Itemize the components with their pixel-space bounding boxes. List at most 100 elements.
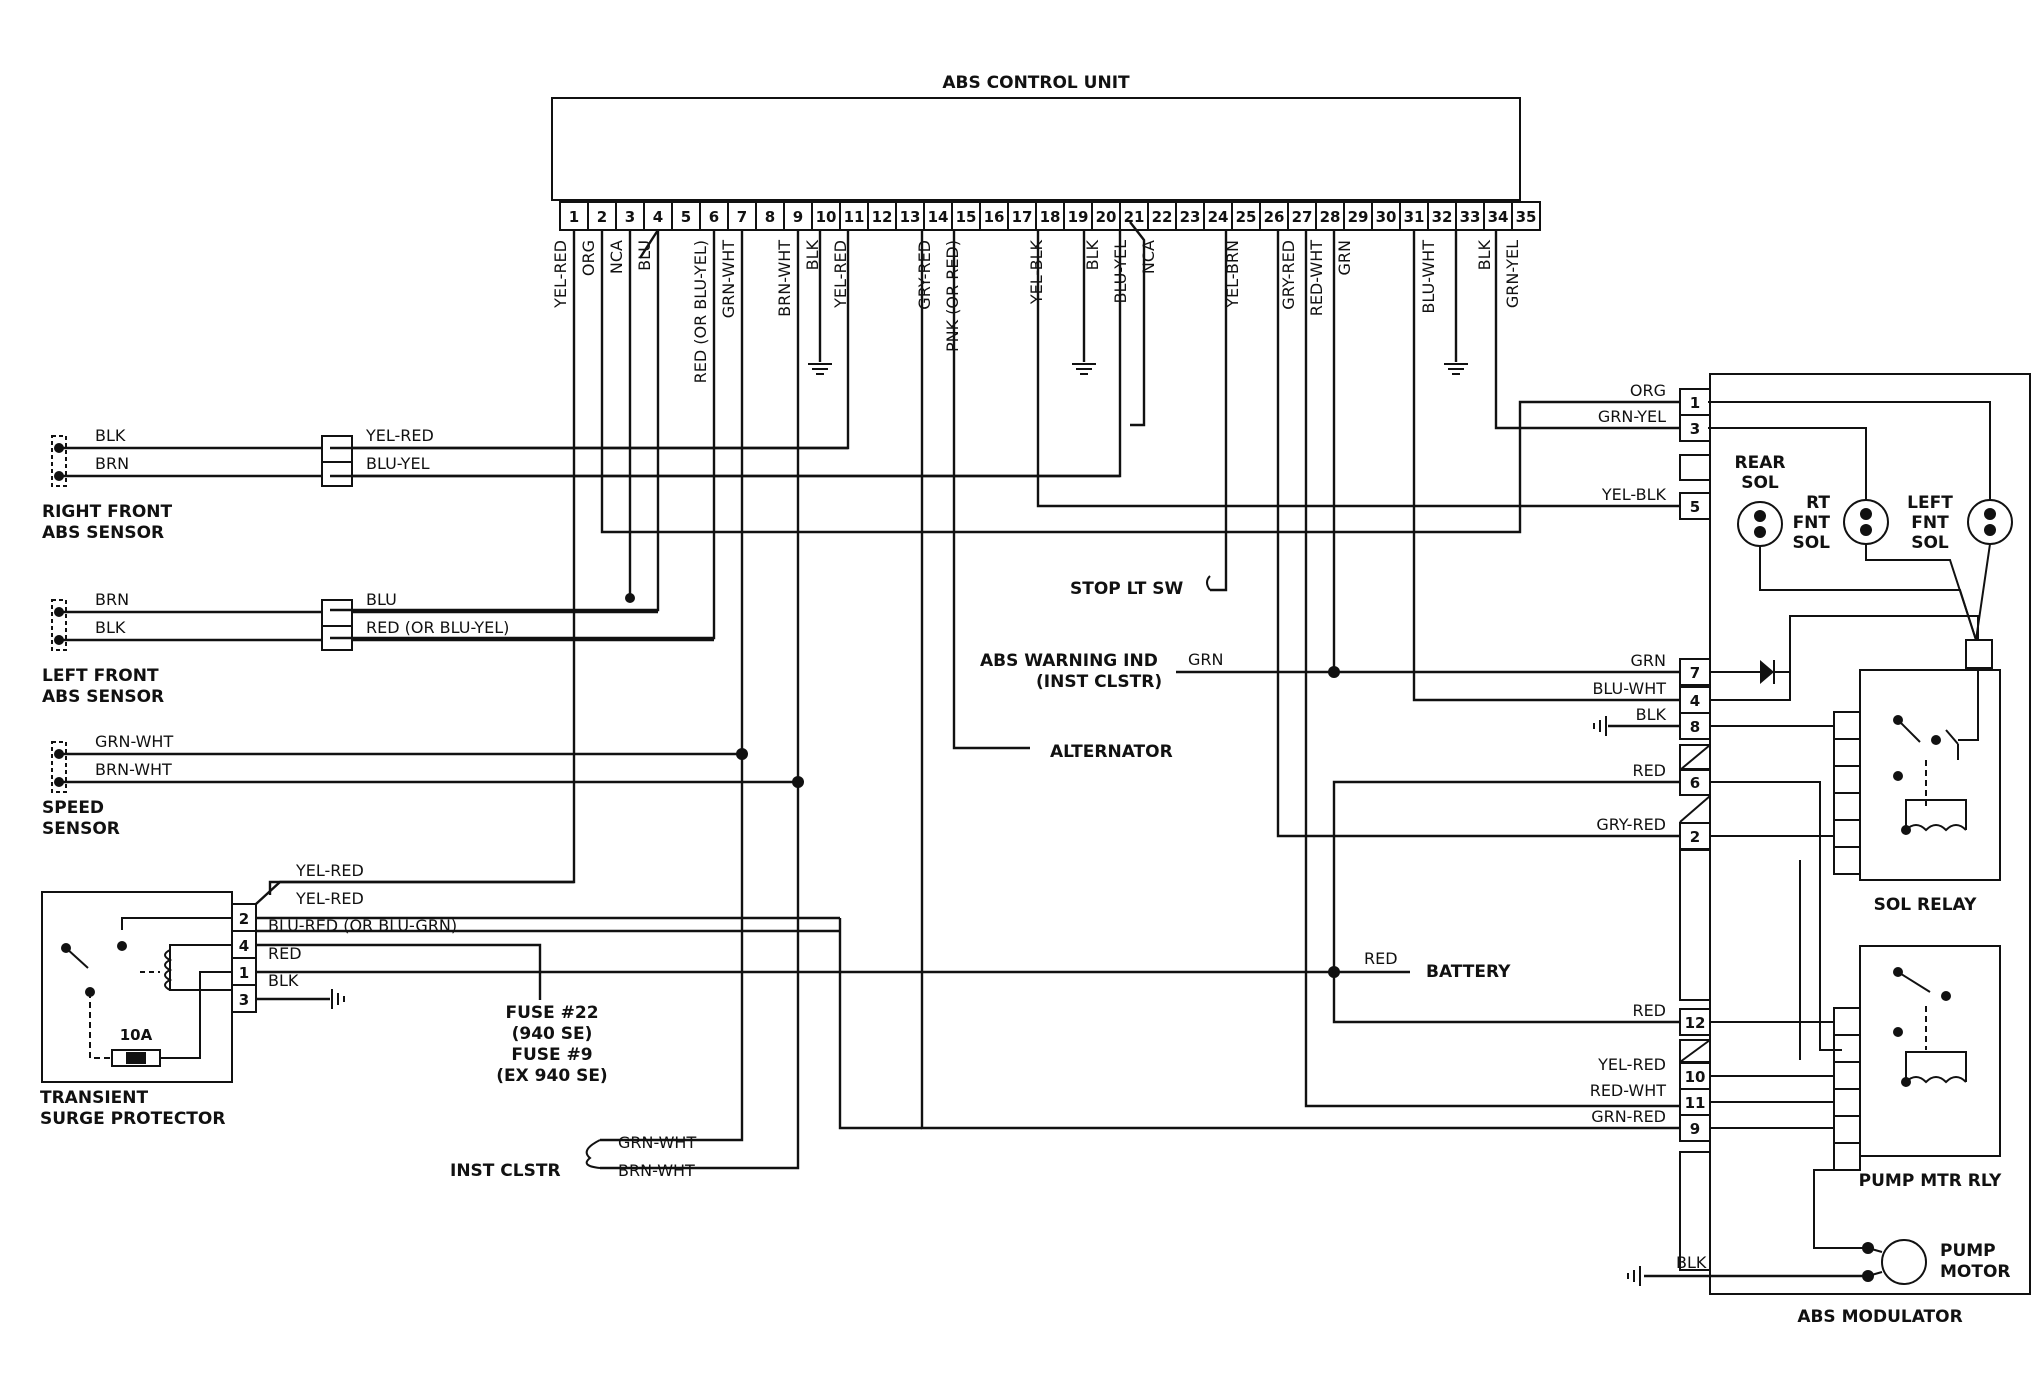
sol-relay-label: SOL RELAY bbox=[1874, 895, 1978, 915]
modulator-strip-filler bbox=[1679, 744, 1711, 771]
wire-pin2-org bbox=[600, 230, 1680, 534]
cu-pin-number: 17 bbox=[1012, 208, 1033, 226]
modulator-pin-number: 6 bbox=[1690, 774, 1700, 792]
rt-fnt-sol-label3: SOL bbox=[1792, 533, 1830, 553]
cu-pin-wire-label: BLK bbox=[1475, 240, 1494, 271]
modulator-pin-number: 11 bbox=[1685, 1094, 1706, 1112]
rf-conn-wire1-label: YEL-RED bbox=[365, 426, 434, 445]
cu-pin-number: 15 bbox=[956, 208, 977, 226]
modulator-pin-wire-label: ORG bbox=[1630, 381, 1666, 400]
relay-pin-cell bbox=[1833, 1034, 1861, 1063]
cu-pin-number: 32 bbox=[1432, 208, 1453, 226]
cu-pin-number: 26 bbox=[1264, 208, 1285, 226]
left-front-sensor: BRN BLK BLU RED (OR BLU-YEL) LEFT FRONT … bbox=[42, 590, 714, 707]
sp-wire-blu-red: BLU-RED (OR BLU-GRN) bbox=[268, 916, 457, 935]
rt-fnt-sol-label1: RT bbox=[1806, 493, 1830, 513]
cu-pin-number: 14 bbox=[928, 208, 949, 226]
rear-sol-label1: REAR bbox=[1735, 453, 1786, 473]
sp-wire-yel-red-top: YEL-RED bbox=[295, 861, 364, 880]
right-front-sensor: BLK BRN YEL-RED BLU-YEL RIGHT FRONT ABS … bbox=[42, 426, 1120, 543]
wire-pin7-grn-wht bbox=[600, 230, 744, 1142]
cu-pin-number: 11 bbox=[844, 208, 865, 226]
cu-pin-wire-label: YEL-BRN bbox=[1223, 240, 1242, 309]
rf-title2: ABS SENSOR bbox=[42, 523, 164, 543]
relay-pin-cell bbox=[1833, 1088, 1861, 1117]
surge-protector: 2 4 1 3 10A YEL-RED YEL-RED BLU-RED (OR … bbox=[40, 861, 1334, 1130]
pump-motor-label1: PUMP bbox=[1940, 1241, 1996, 1261]
sp-pin-2: 2 bbox=[239, 910, 249, 928]
rf-wire2-label: BRN bbox=[95, 454, 129, 473]
rt-fnt-sol-label2: FNT bbox=[1793, 513, 1831, 533]
pump-mtr-rly-label: PUMP MTR RLY bbox=[1859, 1171, 2002, 1191]
cu-pin-number: 31 bbox=[1404, 208, 1425, 226]
relay-pin-cell bbox=[1833, 819, 1861, 848]
modulator-strip-diag bbox=[1679, 795, 1711, 823]
cu-pin-number: 9 bbox=[793, 208, 803, 226]
modulator-pin-wire-label: GRY-RED bbox=[1596, 815, 1666, 834]
modulator-pin-wire-label: YEL-RED bbox=[1597, 1055, 1666, 1074]
sp-wire-blk: BLK bbox=[268, 971, 299, 990]
sp-title1: TRANSIENT bbox=[40, 1088, 148, 1108]
ground-symbol-pin10 bbox=[808, 230, 832, 375]
wire-pin18-yel-blk bbox=[1036, 230, 1680, 508]
cu-pin-number: 23 bbox=[1180, 208, 1201, 226]
left-fnt-sol-label2: FNT bbox=[1911, 513, 1949, 533]
abs-modulator: ABS MODULATOR 1ORG3GRN-YEL5YEL-BLK7GRN4B… bbox=[1332, 373, 2031, 1327]
modulator-pin-wire-label: GRN-YEL bbox=[1598, 407, 1666, 426]
cu-pin-wire-label: YEL-RED bbox=[551, 240, 570, 309]
lf-title2: ABS SENSOR bbox=[42, 687, 164, 707]
stop-lt-sw-label: STOP LT SW bbox=[1070, 579, 1183, 599]
cu-pin-number: 28 bbox=[1320, 208, 1341, 226]
cu-pin-number: 7 bbox=[737, 208, 747, 226]
cu-pin-number: 8 bbox=[765, 208, 775, 226]
abs-warning-label2: (INST CLSTR) bbox=[1036, 672, 1162, 692]
inst-wire1-label: GRN-WHT bbox=[618, 1133, 696, 1152]
cu-pin-number: 5 bbox=[681, 208, 691, 226]
cu-pin-wire-label: NCA bbox=[607, 240, 626, 274]
modulator-pin-number: 1 bbox=[1690, 394, 1700, 412]
rear-sol-label2: SOL bbox=[1741, 473, 1779, 493]
modulator-title: ABS MODULATOR bbox=[1797, 1307, 1962, 1327]
modulator-pin-number: 8 bbox=[1690, 718, 1700, 736]
modulator-pin-wire-label: YEL-BLK bbox=[1601, 485, 1667, 504]
cu-pin-number: 3 bbox=[625, 208, 635, 226]
relay-pin-cell bbox=[1833, 1061, 1861, 1090]
abs-warning-wire-label: GRN bbox=[1188, 650, 1223, 669]
rear-sol-coil bbox=[1737, 501, 1783, 547]
speed-wire1-label: GRN-WHT bbox=[95, 732, 173, 751]
cu-pin-number: 34 bbox=[1488, 208, 1509, 226]
cu-pin-wire-label: BLK bbox=[1083, 240, 1102, 271]
wire-pin35-grn-yel bbox=[1494, 230, 1680, 430]
modulator-strip-filler bbox=[1679, 1151, 1711, 1271]
wire-pin4-crossover bbox=[638, 229, 660, 259]
cu-pin-number: 1 bbox=[569, 208, 579, 226]
modulator-strip-diag bbox=[1679, 1039, 1711, 1063]
wire-pin6-red bbox=[330, 230, 716, 640]
modulator-strip-filler bbox=[1679, 849, 1711, 1001]
wire-pin1-yel-red bbox=[268, 230, 576, 895]
modulator-pin-wire-label: GRN bbox=[1631, 651, 1666, 670]
modulator-pin-number: 12 bbox=[1685, 1014, 1706, 1032]
ground-symbol-pin34 bbox=[1444, 230, 1468, 375]
modulator-pin-wire-label: RED bbox=[1632, 1001, 1666, 1020]
svg-text:FUSE #22: FUSE #22 bbox=[505, 1003, 598, 1023]
cu-pin-number: 29 bbox=[1348, 208, 1369, 226]
relay-pin-cell bbox=[1833, 792, 1861, 821]
inst-wire2-label: BRN-WHT bbox=[618, 1161, 695, 1180]
relay-pin-cell bbox=[1833, 1115, 1861, 1144]
battery-label: BATTERY bbox=[1426, 962, 1511, 982]
cu-pin-number: 12 bbox=[872, 208, 893, 226]
wire-pin4-blu bbox=[330, 230, 660, 612]
cu-pin-number: 20 bbox=[1096, 208, 1117, 226]
left-fnt-sol-label3: SOL bbox=[1911, 533, 1949, 553]
cu-pin-number: 6 bbox=[709, 208, 719, 226]
pump-motor-label2: MOTOR bbox=[1940, 1262, 2011, 1282]
cu-pin-wire-label: BLU bbox=[635, 240, 654, 271]
pump-motor-wire-label: BLK bbox=[1676, 1253, 1707, 1272]
cu-pin-wire-label: BLK bbox=[803, 240, 822, 271]
cu-pin-number: 33 bbox=[1460, 208, 1481, 226]
cu-pin-number: 25 bbox=[1236, 208, 1257, 226]
rt-fnt-sol-coil bbox=[1843, 499, 1889, 545]
cu-pin-wire-label: RED (OR BLU-YEL) bbox=[691, 240, 710, 383]
inst-clstr-label: INST CLSTR bbox=[450, 1161, 561, 1181]
